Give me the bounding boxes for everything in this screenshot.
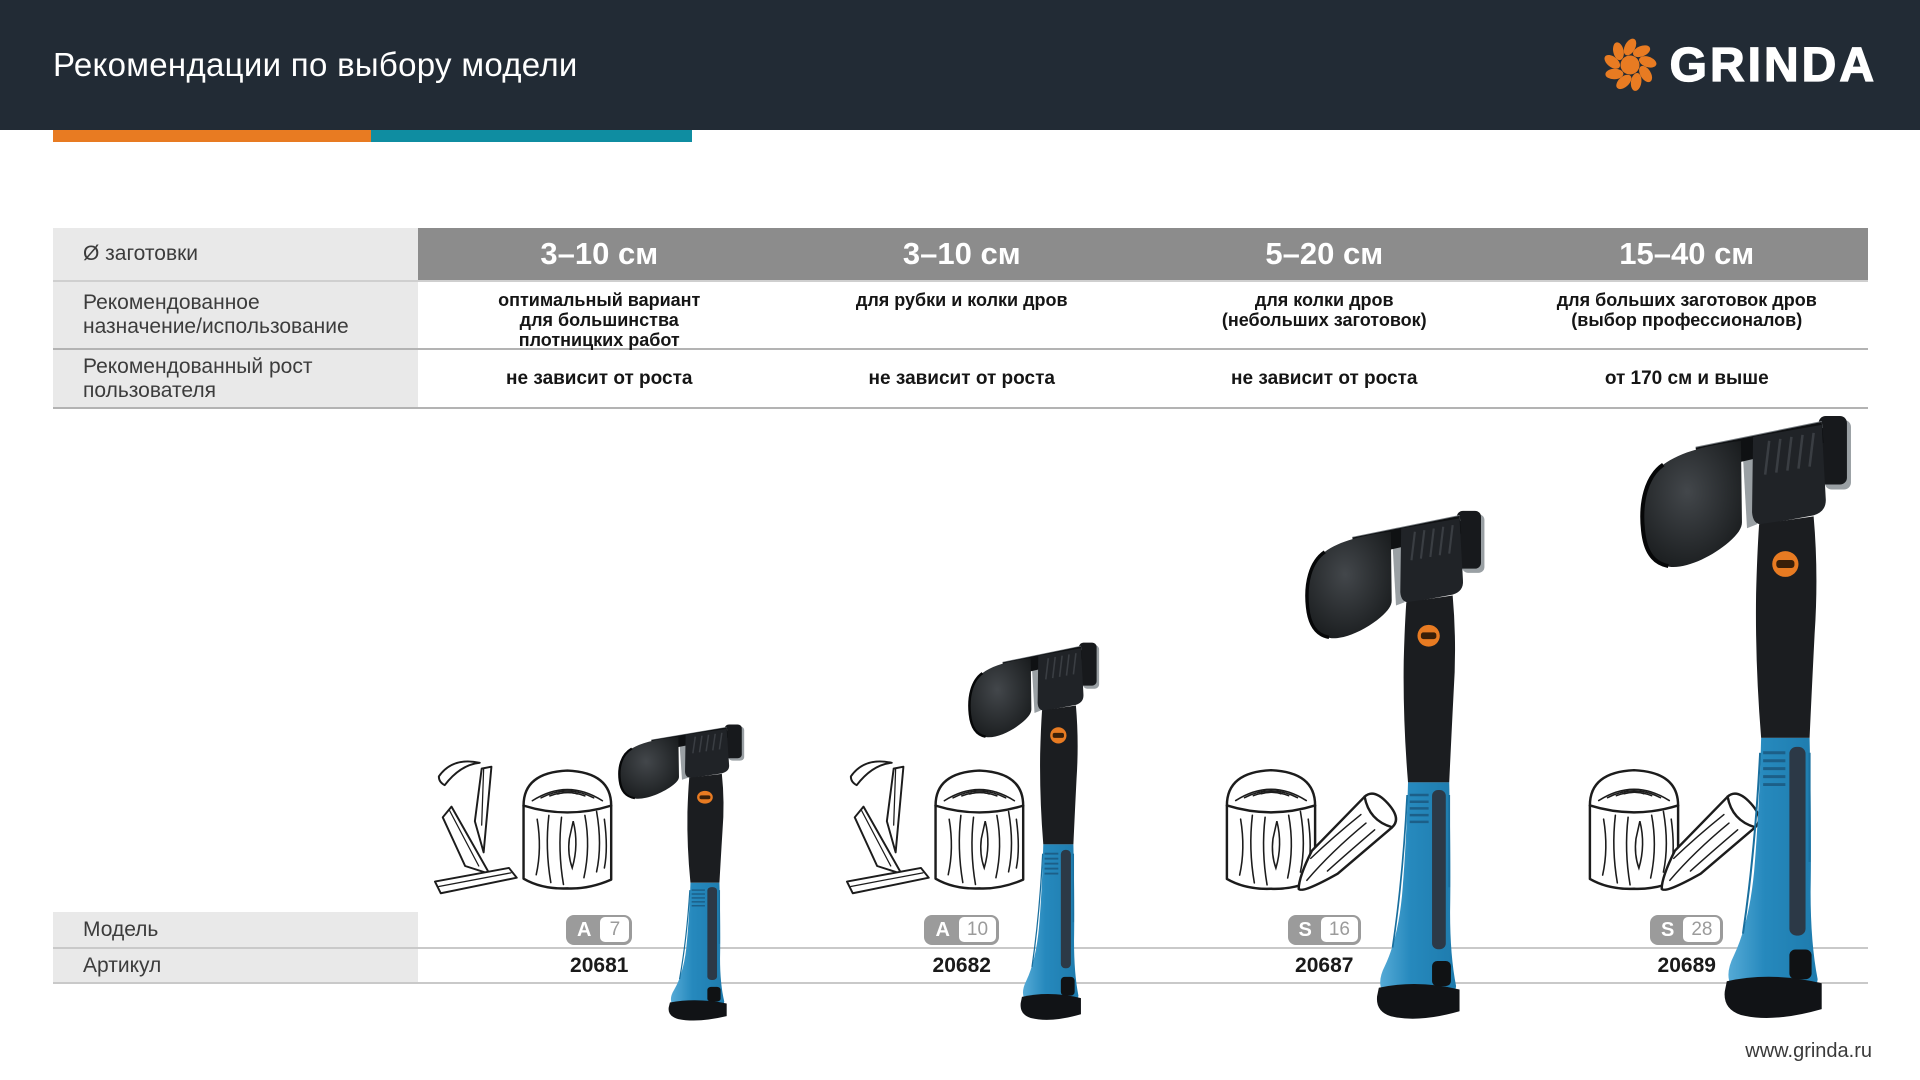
purpose-col-1: оптимальный вариант для большинства плот… [498,290,701,350]
header-bar [0,0,1920,130]
sku-col-4: 20689 [1657,953,1716,977]
table-row-model: Модель A 7 A 10 S 16 S 28 [53,912,1868,949]
model-col-1: A 7 [418,912,781,947]
table-row-sku: Артикул 20681 20682 20687 20689 [53,949,1868,984]
purpose-col-4: для больших заготовок дров (выбор профес… [1556,290,1817,330]
axe-illustration-4 [1640,415,1854,1023]
accent-bar-teal [371,130,692,142]
axe-illustration-2 [968,642,1101,1022]
sku-col-2: 20682 [932,953,991,977]
brand-name: GRINDA [1669,38,1877,92]
diameter-col-4: 15–40 см [1619,236,1755,271]
sku-col-1: 20681 [570,953,629,977]
height-col-4: от 170 см и выше [1604,367,1769,389]
purpose-col-2: для рубки и колки дров [855,290,1068,310]
model-badge-s16: S 16 [1287,914,1361,945]
model-badge-a10: A 10 [924,914,1000,945]
height-col-2: не зависит от роста [868,367,1055,389]
website-link[interactable]: www.grinda.ru [1745,1040,1872,1062]
grinda-flower-icon [1601,37,1658,93]
table-row-user-height: Рекомендованный рост пользователя не зав… [53,350,1868,409]
diameter-col-2: 3–10 см [902,236,1021,271]
axe-illustration-1 [618,724,746,1022]
accent-bar-orange [53,130,371,142]
row-label-sku: Артикул [53,949,418,982]
table-row-purpose: Рекомендованное назначение/использование… [53,282,1868,350]
model-col-4: S 28 [1506,912,1869,947]
brand-logo: GRINDA [1601,0,1877,130]
axe-illustration-3 [1305,510,1487,1021]
table-row-diameter: Ø заготовки 3–10 см 3–10 см 5–20 см 15–4… [53,228,1868,282]
wood-log-illustration-1 [433,760,613,895]
model-badge-s28: S 28 [1650,914,1724,945]
model-col-2: A 10 [781,912,1144,947]
sku-col-3: 20687 [1295,953,1354,977]
model-col-3: S 16 [1143,912,1506,947]
row-label-diameter: Ø заготовки [53,228,418,280]
purpose-col-3: для колки дров (небольших заготовок) [1221,290,1427,330]
page-title: Рекомендации по выбору модели [53,46,578,83]
diameter-col-1: 3–10 см [540,236,659,271]
height-col-1: не зависит от роста [506,367,693,389]
diameter-col-3: 5–20 см [1265,236,1384,271]
row-label-user-height: Рекомендованный рост пользователя [53,350,418,407]
height-col-3: не зависит от роста [1231,367,1418,389]
row-label-model: Модель [53,912,418,947]
model-badge-a7: A 7 [566,914,633,945]
row-label-purpose: Рекомендованное назначение/использование [53,282,418,348]
